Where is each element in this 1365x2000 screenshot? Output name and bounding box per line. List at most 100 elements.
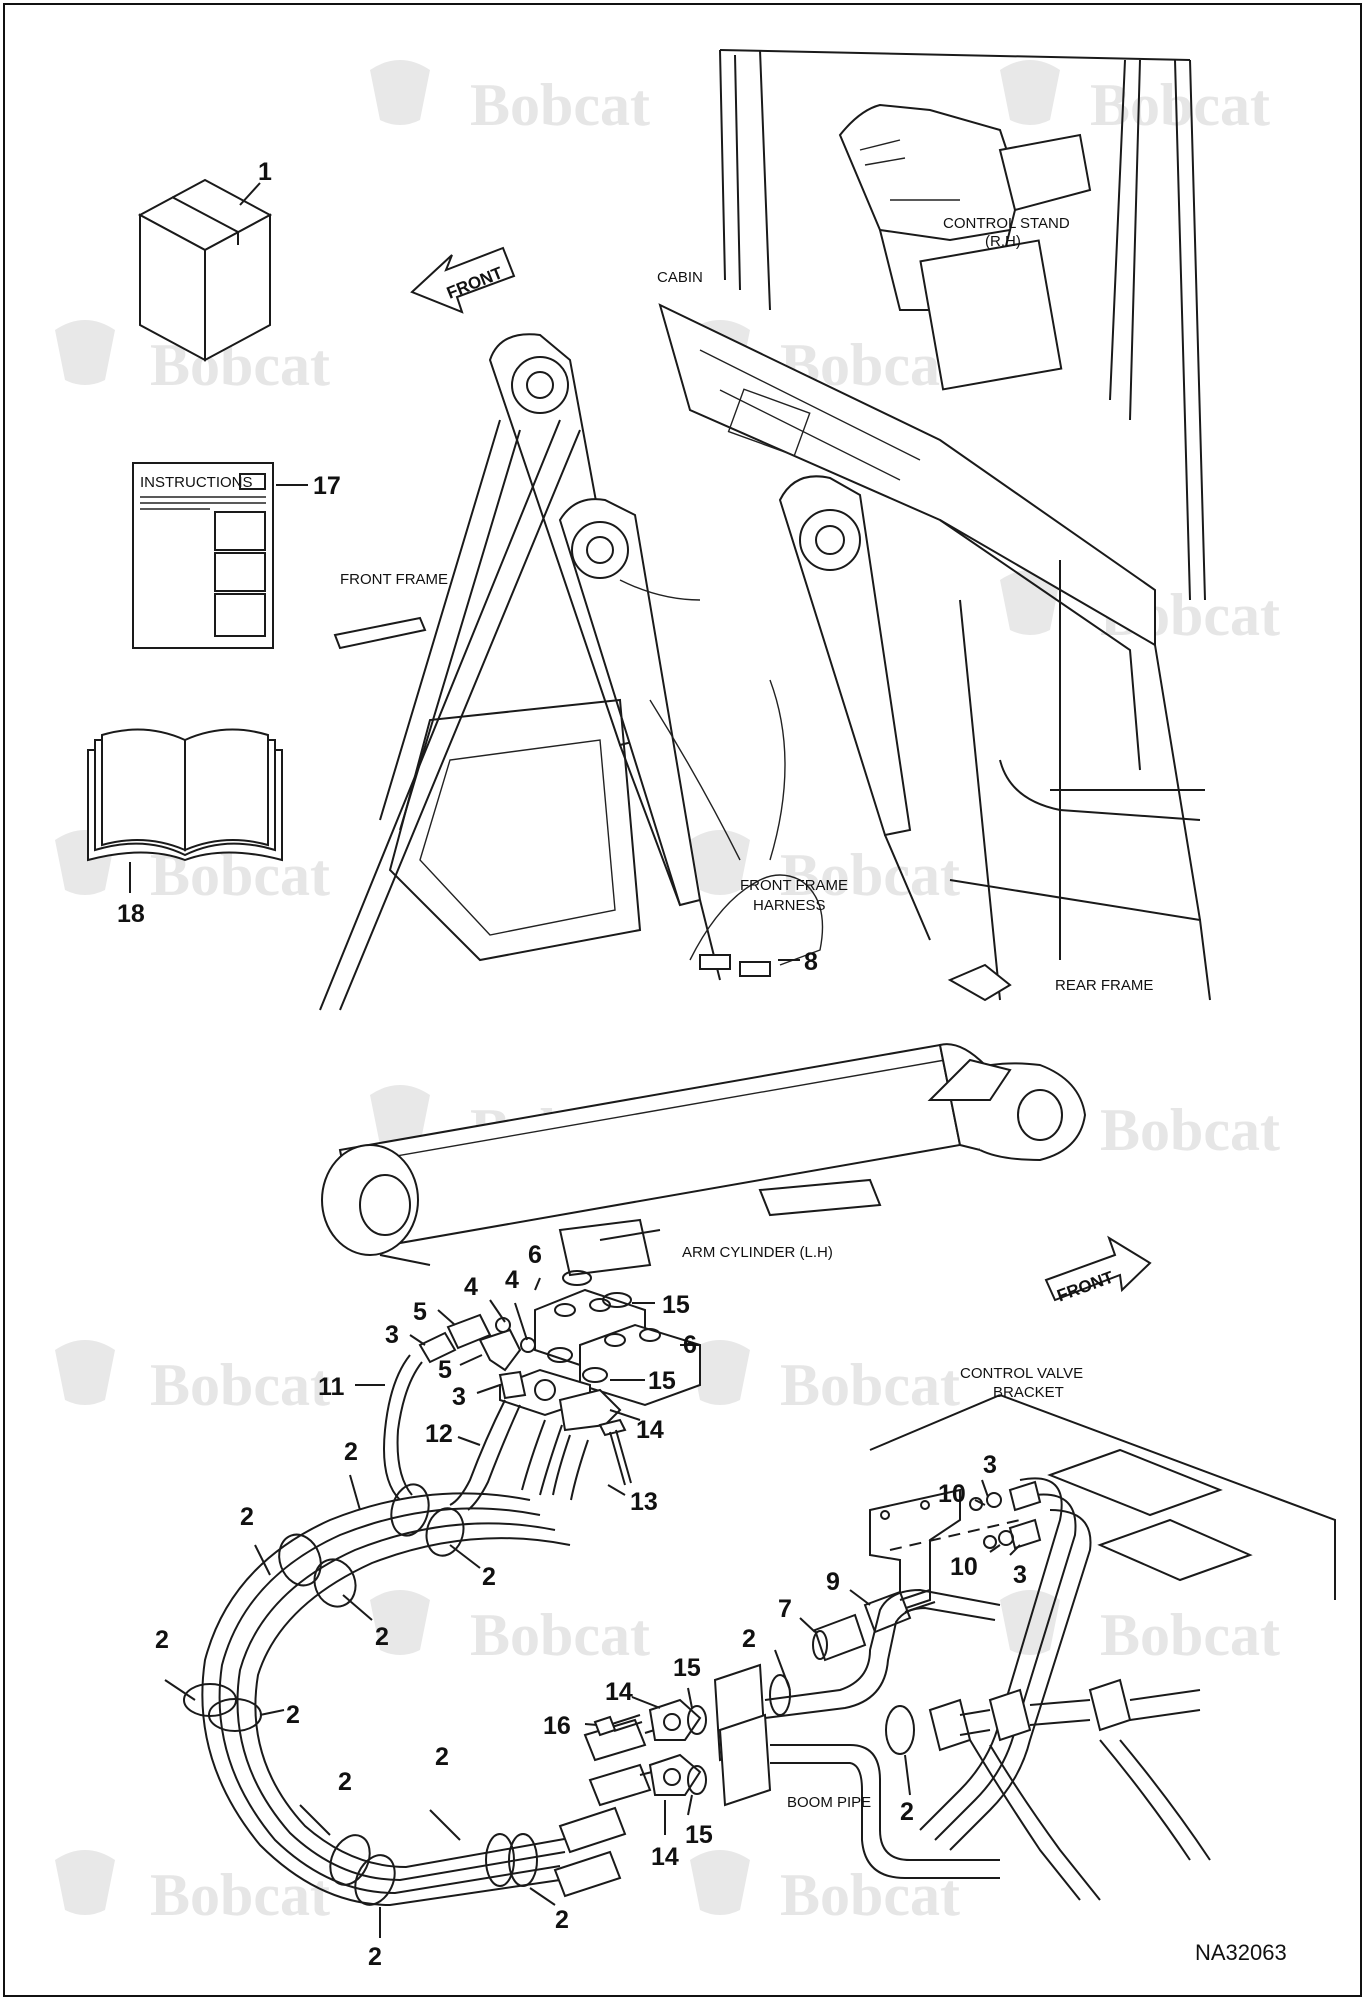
watermark-13: Bobcat bbox=[1000, 1590, 1280, 1668]
callout-2-c: 2 bbox=[482, 1563, 496, 1591]
callout-2-g: 2 bbox=[435, 1743, 449, 1771]
callout-13: 13 bbox=[630, 1488, 658, 1516]
arm-cylinder-illustration: ARM CYLINDER (L.H) bbox=[321, 1043, 1087, 1277]
callout-15-top: 15 bbox=[662, 1291, 690, 1319]
label-front-frame-harness-line2: HARNESS bbox=[753, 897, 826, 914]
o-ring-15c bbox=[547, 1347, 573, 1363]
svg-text:Bobcat: Bobcat bbox=[780, 1862, 960, 1928]
callout-12: 12 bbox=[425, 1420, 453, 1448]
svg-text:Bobcat: Bobcat bbox=[470, 72, 650, 138]
svg-text:Bobcat: Bobcat bbox=[470, 1602, 650, 1668]
callout-8: 8 bbox=[804, 948, 818, 976]
callout-14-lower-top: 14 bbox=[605, 1678, 633, 1706]
leader-1 bbox=[239, 182, 261, 206]
watermark-10: Bobcat bbox=[55, 1340, 330, 1418]
callout-16: 16 bbox=[543, 1712, 571, 1740]
watermark-11: Bobcat bbox=[690, 1340, 960, 1418]
watermark-12: Bobcat bbox=[370, 1590, 650, 1668]
svg-text:Bobcat: Bobcat bbox=[780, 842, 960, 908]
o-ring-15e bbox=[687, 1705, 707, 1735]
callout-2-b: 2 bbox=[240, 1503, 254, 1531]
diagram-border bbox=[3, 3, 1362, 1997]
callout-6-right: 6 bbox=[683, 1331, 697, 1359]
callout-2-f: 2 bbox=[286, 1701, 300, 1729]
svg-text:Bobcat: Bobcat bbox=[1100, 1097, 1280, 1163]
o-ring-15a bbox=[562, 1270, 592, 1286]
split-flange-14-lower bbox=[648, 1698, 702, 1796]
bolt-16 bbox=[593, 1714, 643, 1737]
hose-end-fitting-3-left bbox=[418, 1331, 527, 1400]
svg-text:Bobcat: Bobcat bbox=[1100, 1602, 1280, 1668]
label-control-stand-line2: (R.H) bbox=[985, 233, 1021, 250]
bolt-13 bbox=[598, 1418, 632, 1486]
hose-assembly bbox=[201, 1354, 681, 1907]
callout-2-h: 2 bbox=[338, 1768, 352, 1796]
callout-14-lower-bottom: 14 bbox=[651, 1843, 679, 1871]
label-control-valve-bracket-line2: BRACKET bbox=[993, 1384, 1064, 1401]
watermark-2: Bobcat bbox=[1000, 60, 1270, 138]
front-arrow-top-icon: FRONT bbox=[410, 246, 516, 314]
instructions-sheet-icon: INSTRUCTIONS bbox=[132, 462, 274, 649]
o-ring-15f bbox=[687, 1765, 707, 1795]
svg-text:Bobcat: Bobcat bbox=[780, 1352, 960, 1418]
label-front-frame-harness-line1: FRONT FRAME bbox=[740, 877, 848, 894]
callout-6-top: 6 bbox=[528, 1241, 542, 1269]
callout-3-left: 3 bbox=[385, 1321, 399, 1349]
manual-book-icon bbox=[87, 728, 283, 862]
svg-text:Bobcat: Bobcat bbox=[150, 1352, 330, 1418]
callout-2-i: 2 bbox=[555, 1906, 569, 1934]
callout-2-j: 2 bbox=[368, 1943, 382, 1971]
callout-2-l: 2 bbox=[900, 1798, 914, 1826]
fitting-7 bbox=[812, 1613, 867, 1662]
callout-15-mid: 15 bbox=[648, 1367, 676, 1395]
callout-4-left: 4 bbox=[464, 1273, 478, 1301]
callout-5-top: 5 bbox=[413, 1298, 427, 1326]
callout-3-mid: 3 bbox=[452, 1383, 466, 1411]
watermark-1: Bobcat bbox=[370, 60, 650, 138]
callout-4-right: 4 bbox=[505, 1266, 519, 1294]
kit-box-icon bbox=[137, 178, 273, 362]
watermark-15: Bobcat bbox=[690, 1850, 960, 1928]
callouts-lower: 6 15 6 15 14 4 4 5 5 3 3 11 12 13 3 3 10 bbox=[155, 1241, 1027, 1971]
machine-frame-illustration: CONTROL STAND (R.H) CABIN FRONT FRAME RE… bbox=[319, 49, 1211, 1011]
label-front-frame: FRONT FRAME bbox=[340, 571, 448, 588]
callout-15-lower-top: 15 bbox=[673, 1654, 701, 1682]
callout-2-e: 2 bbox=[155, 1626, 169, 1654]
callout-2-d: 2 bbox=[375, 1623, 389, 1651]
callout-2-a: 2 bbox=[344, 1438, 358, 1466]
label-arm-cylinder: ARM CYLINDER (L.H) bbox=[682, 1244, 833, 1261]
label-boom-pipe: BOOM PIPE bbox=[787, 1794, 871, 1811]
callout-5-bottom: 5 bbox=[438, 1356, 452, 1384]
callout-3-bracket-top: 3 bbox=[983, 1451, 997, 1479]
svg-text:INSTRUCTIONS: INSTRUCTIONS bbox=[140, 474, 253, 491]
elbow-fitting-5 bbox=[446, 1313, 536, 1372]
label-cabin: CABIN bbox=[657, 269, 703, 286]
callout-11: 11 bbox=[318, 1373, 345, 1401]
callout-10-top: 10 bbox=[938, 1480, 966, 1508]
watermark-7: Bobcat bbox=[690, 830, 960, 908]
callout-18: 18 bbox=[117, 900, 145, 928]
callout-10-bottom: 10 bbox=[950, 1553, 978, 1581]
document-id: NA32063 bbox=[1195, 1940, 1287, 1965]
callout-1: 1 bbox=[258, 158, 272, 186]
svg-text:Bobcat: Bobcat bbox=[1090, 72, 1270, 138]
callout-9: 9 bbox=[826, 1568, 840, 1596]
callout-14-upper: 14 bbox=[636, 1416, 664, 1444]
o-ring-15d bbox=[582, 1367, 608, 1383]
label-control-stand-line1: CONTROL STAND bbox=[943, 215, 1070, 232]
o-ring-15b bbox=[602, 1292, 632, 1308]
callout-3-bracket-bottom: 3 bbox=[1013, 1561, 1027, 1589]
label-control-valve-bracket-line1: CONTROL VALVE bbox=[960, 1365, 1083, 1382]
label-rear-frame: REAR FRAME bbox=[1055, 977, 1153, 994]
watermark-14: Bobcat bbox=[55, 1850, 330, 1928]
cable-ties bbox=[164, 1474, 915, 1906]
callout-15-lower-bottom: 15 bbox=[685, 1821, 713, 1849]
callout-17: 17 bbox=[313, 472, 341, 500]
boom-pipe-illustration: BOOM PIPE bbox=[713, 1588, 1211, 1901]
callout-7: 7 bbox=[778, 1595, 792, 1623]
front-arrow-bottom-icon: FRONT bbox=[1044, 1235, 1152, 1305]
adapter-fittings-10 bbox=[969, 1480, 1042, 1550]
svg-text:Bobcat: Bobcat bbox=[150, 1862, 330, 1928]
